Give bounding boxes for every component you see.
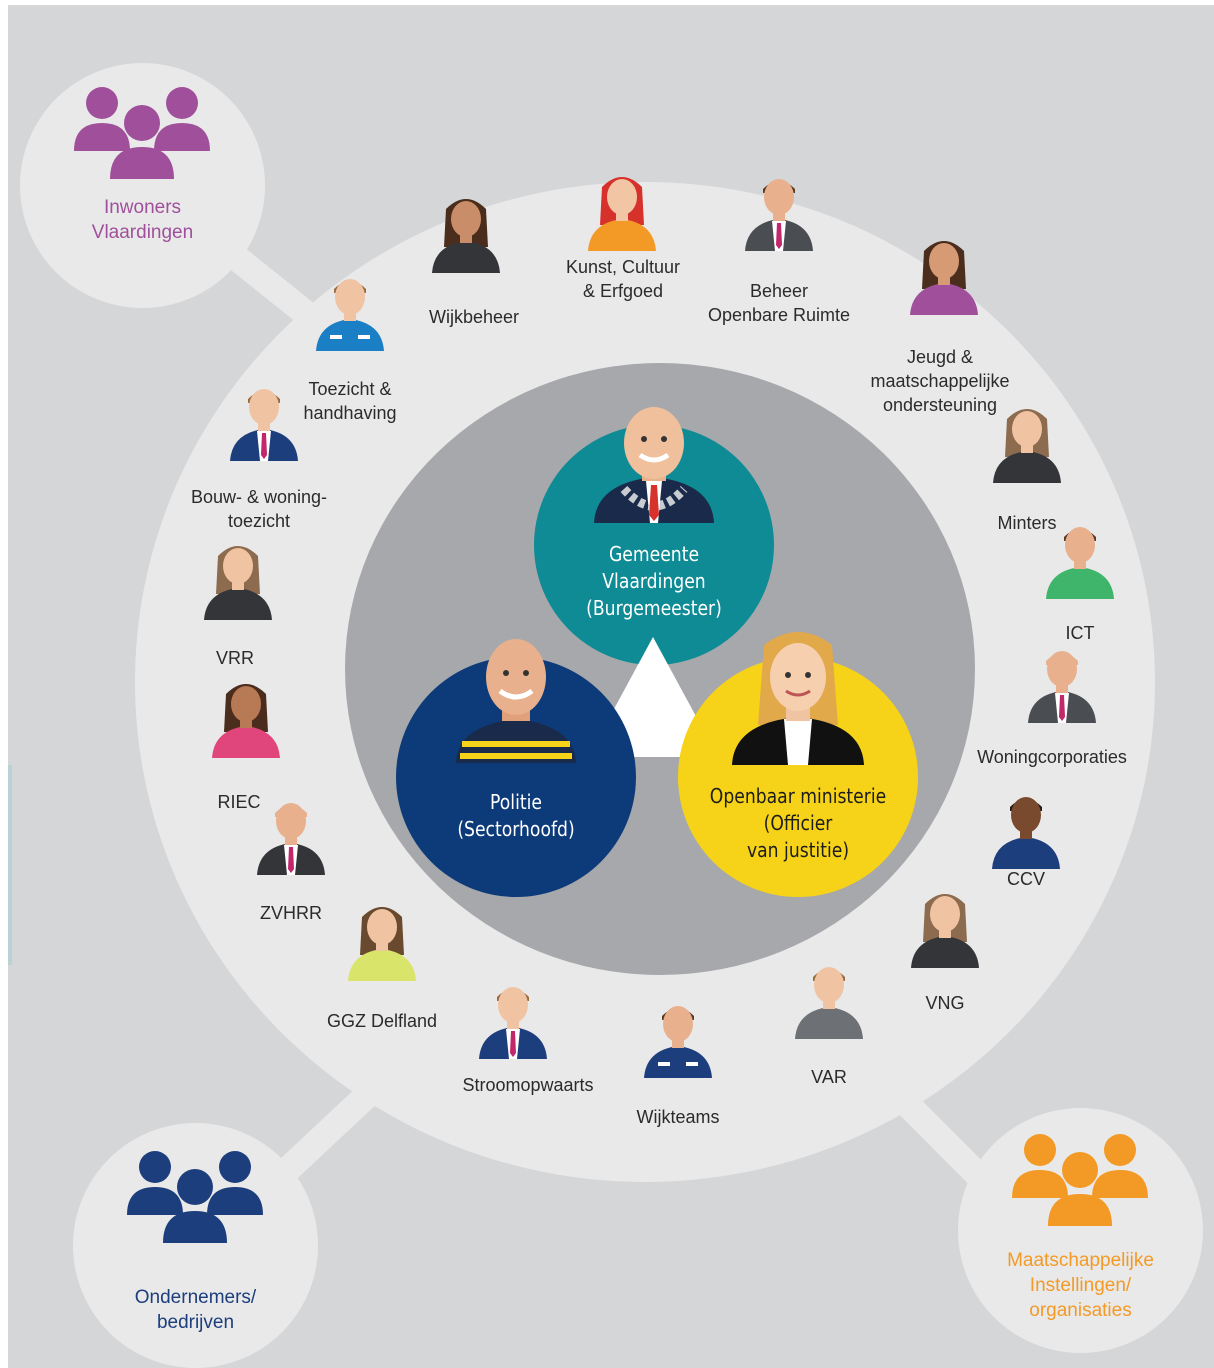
partner-label-zvhrr: ZVHRR bbox=[260, 903, 322, 923]
partner-label-ccv: CCV bbox=[1006, 869, 1046, 889]
partner-avatar-kunst-cultuur-erfgoed bbox=[582, 171, 662, 251]
partner-avatar-woningcorporaties bbox=[1022, 643, 1102, 723]
partner-label-ict: ICT bbox=[1065, 623, 1095, 643]
partner-label-wijkbeheer: Wijkbeheer bbox=[428, 307, 520, 327]
partner-label-riec: RIEC bbox=[217, 792, 261, 812]
partner-avatar-vrr bbox=[198, 540, 278, 620]
partner-label-woningcorporaties: Woningcorporaties bbox=[977, 747, 1127, 767]
partner-label-bouw-woning-toezicht: Bouw- & woning- toezicht bbox=[190, 487, 328, 531]
partner-label-beheer-openbare-ruimte: Beheer Openbare Ruimte bbox=[707, 281, 851, 325]
partner-label-wijkteams: Wijkteams bbox=[636, 1107, 720, 1127]
diagram-canvas: Inwoners Vlaardingen Ondernemers/ bedrij… bbox=[8, 5, 1214, 1368]
institutions-label: Maatschappelijke Instellingen/ organisat… bbox=[1007, 1250, 1154, 1321]
partner-avatar-vng bbox=[905, 888, 985, 968]
partner-avatar-wijkbeheer bbox=[426, 193, 506, 273]
residents-label: Inwoners Vlaardingen bbox=[91, 197, 194, 243]
partner-label-stroomopwaarts: Stroomopwaarts bbox=[462, 1075, 594, 1095]
partner-label-vng: VNG bbox=[925, 993, 965, 1013]
partner-avatar-riec bbox=[206, 678, 286, 758]
partner-label-jeugd-maatschappelijke-ondersteuning: Jeugd & maatschappelijke ondersteuning bbox=[870, 347, 1010, 415]
group-icon bbox=[127, 1151, 263, 1243]
partner-label-vrr: VRR bbox=[215, 648, 255, 668]
business-label: Ondernemers/ bedrijven bbox=[134, 1287, 257, 1333]
partner-label-kunst-cultuur-erfgoed: Kunst, Cultuur & Erfgoed bbox=[565, 257, 681, 301]
residents-group: Inwoners Vlaardingen bbox=[20, 63, 265, 308]
business-group: Ondernemers/ bedrijven bbox=[73, 1123, 318, 1368]
partner-avatar-var bbox=[789, 959, 869, 1039]
partner-label-ggz-delfland: GGZ Delfland bbox=[326, 1011, 438, 1031]
om-label: Openbaar ministerie (Officier van justit… bbox=[709, 784, 887, 862]
politie-label: Politie (Sectorhoofd) bbox=[457, 790, 575, 841]
partner-avatar-jeugd-maatschappelijke-ondersteuning bbox=[904, 235, 984, 315]
institutions-group: Maatschappelijke Instellingen/ organisat… bbox=[958, 1108, 1203, 1353]
partner-label-toezicht-handhaving: Toezicht & handhaving bbox=[303, 379, 397, 423]
group-icon bbox=[74, 87, 210, 179]
partner-label-var: VAR bbox=[811, 1067, 847, 1087]
politie-circle: Politie (Sectorhoofd) bbox=[396, 639, 636, 897]
partner-avatar-wijkteams bbox=[638, 998, 718, 1078]
gemeente-label: Gemeente Vlaardingen (Burgemeester) bbox=[586, 542, 722, 620]
gemeente-circle: Gemeente Vlaardingen (Burgemeester) bbox=[534, 407, 774, 665]
om-circle: Openbaar ministerie (Officier van justit… bbox=[678, 632, 918, 897]
group-icon bbox=[1012, 1134, 1148, 1226]
prosecutor-avatar bbox=[732, 632, 864, 765]
partner-avatar-stroomopwaarts bbox=[473, 979, 553, 1059]
police-avatar bbox=[456, 639, 576, 763]
partner-label-minters: Minters bbox=[997, 513, 1057, 533]
mayor-avatar bbox=[594, 407, 714, 523]
partner-avatar-ict bbox=[1040, 519, 1120, 599]
partner-avatar-bouw-woning-toezicht bbox=[224, 381, 304, 461]
partner-avatar-ccv bbox=[986, 789, 1066, 869]
partner-avatar-beheer-openbare-ruimte bbox=[739, 171, 819, 251]
partner-avatar-zvhrr bbox=[251, 795, 331, 875]
partner-avatar-ggz-delfland bbox=[342, 901, 422, 981]
partner-avatar-minters bbox=[987, 403, 1067, 483]
partner-avatar-toezicht-handhaving bbox=[310, 271, 390, 351]
edge-line bbox=[8, 765, 12, 965]
